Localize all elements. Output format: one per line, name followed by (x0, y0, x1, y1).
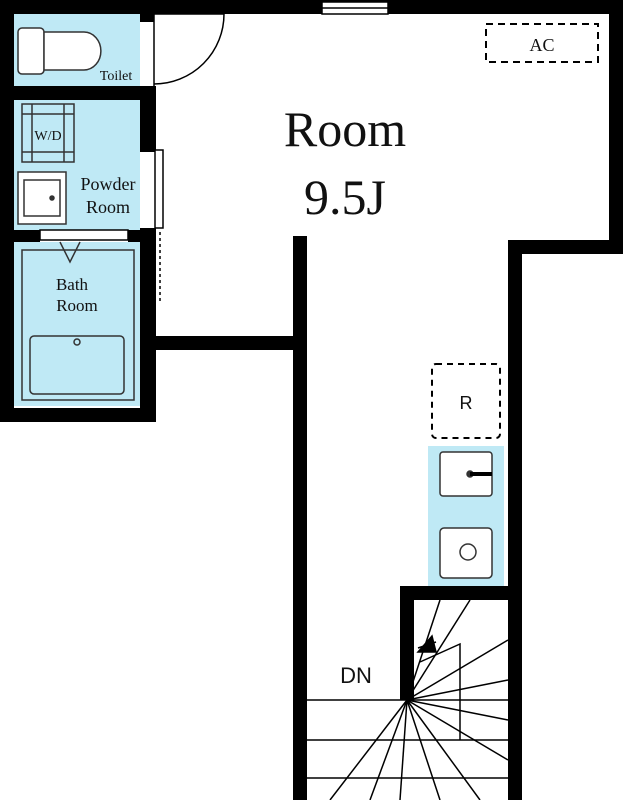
washbasin (17, 171, 67, 225)
stairs-label: DN (340, 663, 372, 688)
wd-label: W/D (34, 129, 61, 144)
bath-room-label-1: Bath (56, 275, 89, 294)
stove (439, 527, 493, 579)
fridge-space (431, 363, 501, 439)
bathtub (21, 241, 135, 401)
toilet-fixture (17, 27, 102, 75)
sliding-door (39, 149, 164, 302)
window (321, 1, 389, 15)
powder-room-label-1: Powder (81, 174, 136, 194)
sink (439, 451, 493, 497)
washer-dryer (21, 103, 75, 163)
room-name-label: Room (284, 101, 406, 157)
ac-label: AC (529, 35, 554, 55)
room-size-label: 9.5J (304, 169, 386, 225)
fridge-label: R (460, 393, 473, 413)
staircase (307, 599, 509, 800)
ac-unit (485, 23, 599, 63)
bath-room-label-2: Room (56, 296, 98, 315)
door-swing (153, 13, 225, 86)
bath-room-area (14, 242, 140, 406)
toilet-label: Toilet (100, 69, 133, 84)
powder-room-label-2: Room (86, 197, 130, 217)
